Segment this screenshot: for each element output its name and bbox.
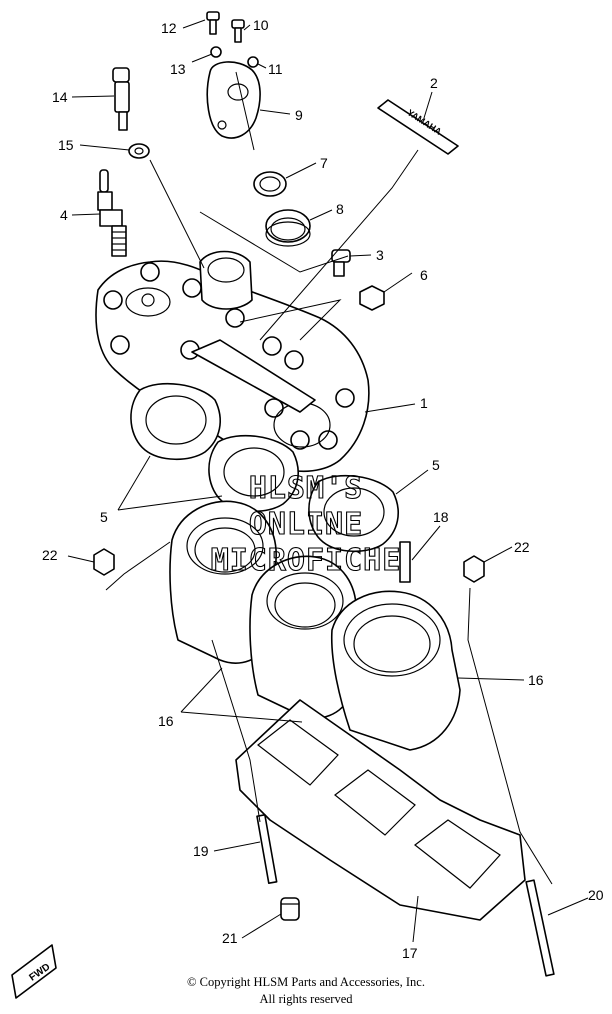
callout-labels: 1 2 3 4 5 5 6 7 8 9 10 11 12 13 14 15 16… — [42, 17, 604, 961]
callout-2: 2 — [430, 75, 438, 91]
plug-21 — [280, 897, 300, 921]
fwd-arrow-icon: FWD — [11, 944, 57, 999]
leader-lines — [67, 19, 589, 943]
cylinder-head-1 — [95, 250, 370, 473]
decal-2: YAMAHA — [377, 99, 459, 155]
callout-13: 13 — [170, 61, 186, 77]
watermark-line-3: MICROFICHE — [211, 543, 402, 578]
watermark: HLSM'S ONLINE MICROFICHE — [210, 470, 402, 578]
nut-6 — [359, 285, 385, 311]
washer-13 — [210, 46, 222, 58]
callout-22-left: 22 — [42, 547, 58, 563]
callout-16-right: 16 — [528, 672, 544, 688]
cylinder-16-c — [330, 590, 461, 751]
thermo-unit-14 — [112, 67, 130, 131]
callout-7: 7 — [320, 155, 328, 171]
cylinder-16-b — [249, 555, 357, 719]
copyright-line-1: © Copyright HLSM Parts and Accessories, … — [187, 975, 425, 989]
bolt-12 — [206, 11, 220, 35]
callout-9: 9 — [295, 107, 303, 123]
nut-22-right — [463, 555, 485, 583]
outlet-cover-9 — [206, 61, 261, 139]
callout-12: 12 — [161, 20, 177, 36]
watermark-line-2: ONLINE — [249, 507, 363, 542]
head-gasket-5-a — [130, 382, 221, 461]
callout-16-left: 16 — [158, 713, 174, 729]
o-ring-8 — [265, 209, 311, 247]
head-gasket-5-c — [308, 474, 399, 553]
callout-15: 15 — [58, 137, 74, 153]
stud-bolt-19 — [256, 814, 278, 884]
watermark-line-1: HLSM'S — [249, 471, 363, 506]
fitting-3 — [331, 249, 351, 277]
dowel-18 — [399, 541, 411, 583]
washer-11 — [247, 56, 259, 68]
bolt-10 — [231, 19, 245, 43]
copyright-line-2: All rights reserved — [259, 992, 353, 1006]
callout-21: 21 — [222, 930, 238, 946]
callout-18: 18 — [433, 509, 449, 525]
callout-20: 20 — [588, 887, 604, 903]
callout-14: 14 — [52, 89, 68, 105]
base-gasket-17 — [235, 699, 526, 921]
o-ring-7 — [253, 171, 287, 197]
callout-19: 19 — [193, 843, 209, 859]
callout-8: 8 — [336, 201, 344, 217]
callout-17: 17 — [402, 945, 418, 961]
nut-22-left — [93, 548, 115, 576]
gasket-15 — [128, 143, 150, 159]
callout-10: 10 — [253, 17, 269, 33]
callout-6: 6 — [420, 267, 428, 283]
callout-4: 4 — [60, 207, 68, 223]
callout-5-left: 5 — [100, 509, 108, 525]
head-gasket-5-b — [208, 434, 299, 513]
spark-plug-4 — [97, 169, 127, 257]
callout-22-right: 22 — [514, 539, 530, 555]
callout-1: 1 — [420, 395, 428, 411]
callout-3: 3 — [376, 247, 384, 263]
callout-5-right: 5 — [432, 457, 440, 473]
callout-11: 11 — [268, 61, 283, 77]
stud-bolt-20 — [525, 879, 555, 977]
